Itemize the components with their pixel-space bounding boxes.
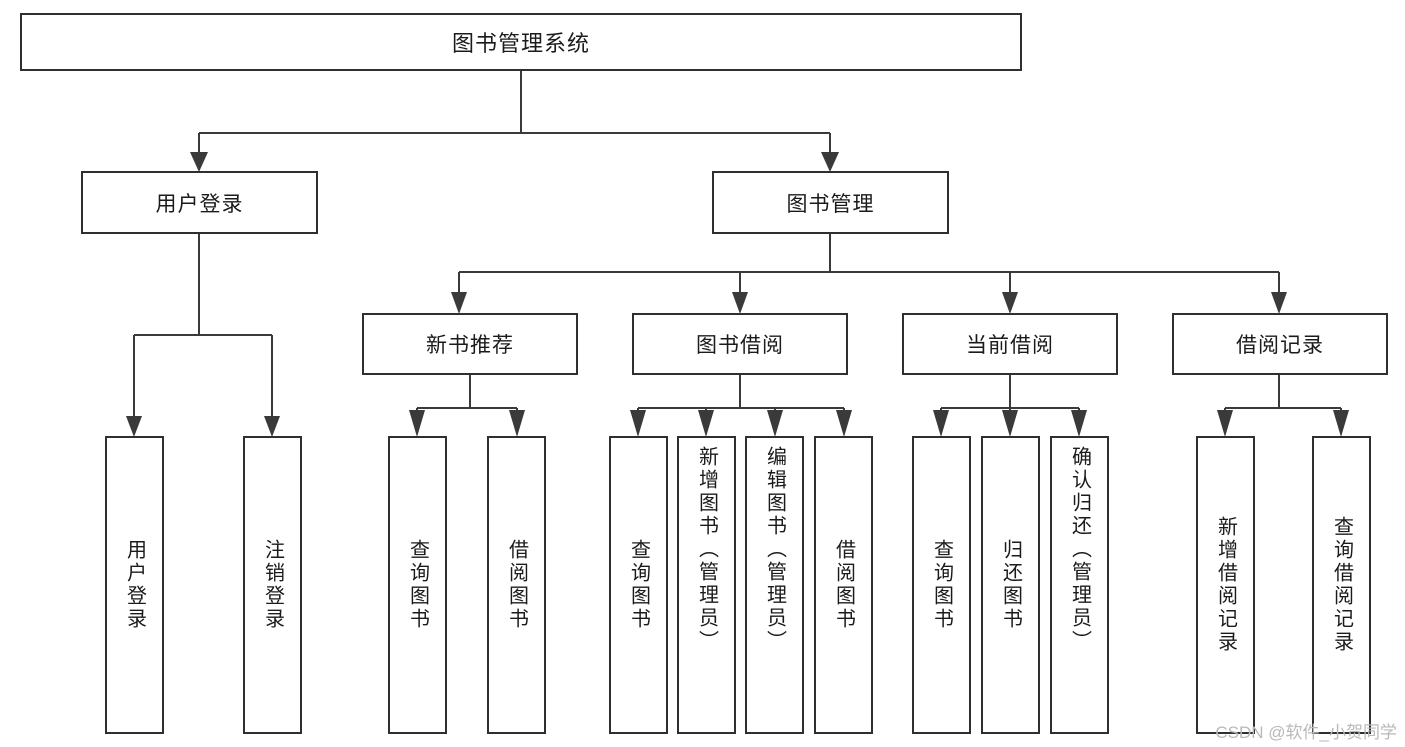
node-book-manage-label: 图书管理 [786,192,875,216]
node-leaf-bb-query[interactable]: 查询图书 [609,436,668,734]
node-borrow-record[interactable]: 借阅记录 [1172,313,1388,375]
node-leaf-bb-edit-label: 编辑图书（管理员） [763,446,786,653]
node-leaf-cb-confirm[interactable]: 确认归还（管理员） [1050,436,1109,734]
node-leaf-rec-borrow-label: 借阅图书 [505,539,528,631]
node-new-book-rec-label: 新书推荐 [426,334,514,357]
node-user-login[interactable]: 用户登录 [81,171,318,234]
node-leaf-cb-query[interactable]: 查询图书 [912,436,971,734]
node-new-book-rec[interactable]: 新书推荐 [362,313,578,375]
node-leaf-rec-query-label: 查询图书 [406,539,429,631]
node-leaf-bb-query-label: 查询图书 [627,539,650,631]
connector-root-to-level2 [190,71,839,172]
node-leaf-bb-borrow-label: 借阅图书 [832,539,855,631]
node-leaf-rec-query[interactable]: 查询图书 [388,436,447,734]
connector-borrowrecord-to-leaves [1217,375,1349,437]
node-root-label: 图书管理系统 [451,31,590,56]
node-leaf-bb-add-label: 新增图书（管理员） [695,446,718,653]
node-borrow-record-label: 借阅记录 [1236,334,1324,357]
node-leaf-rec-borrow[interactable]: 借阅图书 [487,436,546,734]
node-leaf-cb-confirm-label: 确认归还（管理员） [1068,446,1091,653]
node-leaf-user-logout[interactable]: 注销登录 [243,436,302,734]
node-leaf-bb-borrow[interactable]: 借阅图书 [814,436,873,734]
node-leaf-user-login-label: 用户登录 [123,539,146,631]
node-leaf-cb-return[interactable]: 归还图书 [981,436,1040,734]
node-leaf-user-logout-label: 注销登录 [261,539,284,631]
node-leaf-cb-query-label: 查询图书 [930,539,953,631]
node-book-borrow-label: 图书借阅 [696,334,784,357]
node-leaf-bb-add[interactable]: 新增图书（管理员） [677,436,736,734]
node-current-borrow[interactable]: 当前借阅 [902,313,1118,375]
node-user-login-label: 用户登录 [155,192,244,216]
node-leaf-cb-return-label: 归还图书 [999,539,1022,631]
node-root[interactable]: 图书管理系统 [20,13,1022,71]
node-leaf-br-query[interactable]: 查询借阅记录 [1312,436,1371,734]
connector-currentborrow-to-leaves [933,375,1087,437]
node-leaf-br-add-label: 新增借阅记录 [1214,516,1237,654]
connector-bookmanage-to-level3 [451,234,1287,314]
connector-newbookrec-to-leaves [409,375,525,437]
node-book-borrow[interactable]: 图书借阅 [632,313,848,375]
node-leaf-br-add[interactable]: 新增借阅记录 [1196,436,1255,734]
node-leaf-br-query-label: 查询借阅记录 [1330,516,1353,654]
node-leaf-user-login[interactable]: 用户登录 [105,436,164,734]
node-book-manage[interactable]: 图书管理 [712,171,949,234]
node-leaf-bb-edit[interactable]: 编辑图书（管理员） [745,436,804,734]
connector-userlogin-to-leaves [126,234,280,437]
connector-bookborrow-to-leaves [630,375,852,437]
node-current-borrow-label: 当前借阅 [966,334,1054,357]
